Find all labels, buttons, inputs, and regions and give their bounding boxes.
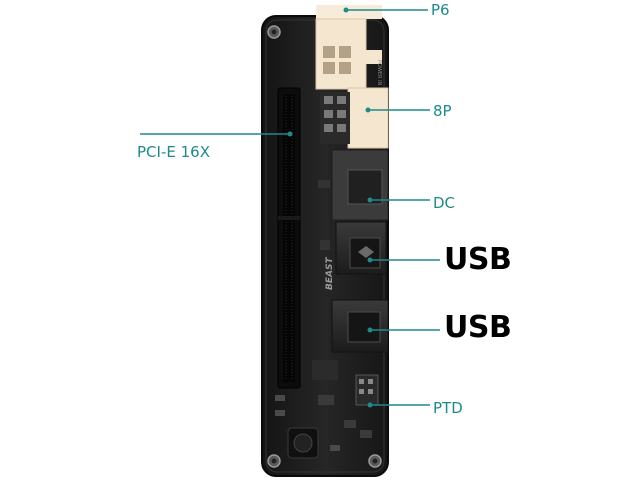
leader-lines (140, 7, 440, 408)
label-usb-top: USB (444, 242, 512, 277)
label-p6: P6 (431, 1, 450, 19)
label-dc: DC (433, 194, 456, 212)
ptd-header (355, 374, 379, 406)
usb-port-bottom (331, 299, 389, 353)
p6-connector (315, 5, 382, 90)
label-ptd: PTD (433, 399, 463, 417)
pcie-slot (277, 87, 301, 389)
label-pcie: PCI-E 16X (137, 143, 210, 161)
board-components (275, 180, 372, 459)
brand-silkscreen: BEAST (325, 257, 335, 290)
label-usb-bottom: USB (444, 310, 512, 345)
mounting-holes (267, 25, 382, 468)
power-in-silkscreen: POWER IN (376, 60, 382, 86)
eight-pin-connector (320, 87, 389, 149)
dc-jack (331, 149, 389, 221)
usb-port-top (335, 221, 387, 275)
label-8p: 8P (433, 102, 452, 120)
